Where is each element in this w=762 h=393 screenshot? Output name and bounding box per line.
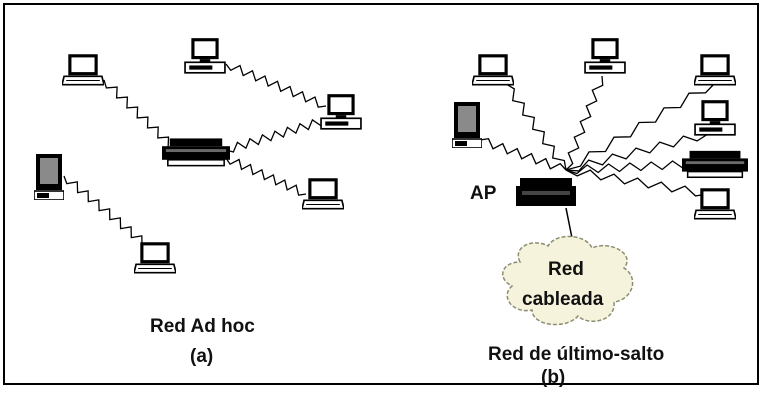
wireless-link-icon xyxy=(479,137,567,171)
printer-icon xyxy=(162,138,230,167)
diagram-frame xyxy=(3,3,759,385)
wired-network-cloud xyxy=(502,235,634,326)
printer-icon xyxy=(682,150,748,179)
wireless-link-icon xyxy=(565,81,717,171)
cloud-label-line2: cableada xyxy=(522,289,604,310)
caption-last-hop: Red de último-salto xyxy=(488,344,665,365)
adhoc-links xyxy=(63,63,327,249)
ap-label: AP xyxy=(470,183,497,204)
wireless-link-icon xyxy=(565,169,709,197)
wireless-link-icon xyxy=(565,160,695,175)
caption-last-hop-letter: (b) xyxy=(541,367,566,388)
wireless-link-icon xyxy=(225,63,327,108)
laptop-icon xyxy=(134,242,176,274)
laptop-icon xyxy=(62,54,104,86)
wireless-link-icon xyxy=(225,118,327,153)
pda-icon xyxy=(452,102,482,148)
wireless-link-icon xyxy=(565,133,709,172)
wireless-link-icon xyxy=(63,175,151,249)
caption-adhoc-letter: (a) xyxy=(190,346,214,367)
wireless-link-icon xyxy=(565,75,604,171)
cloud-label-line1: Red xyxy=(548,259,584,280)
infrastructure-links xyxy=(479,75,717,197)
caption-adhoc: Red Ad hoc xyxy=(150,316,255,337)
pda-icon xyxy=(34,154,64,200)
wireless-link-icon xyxy=(103,79,177,151)
wireless-link-icon xyxy=(225,157,307,196)
wireless-link-icon xyxy=(505,83,567,171)
